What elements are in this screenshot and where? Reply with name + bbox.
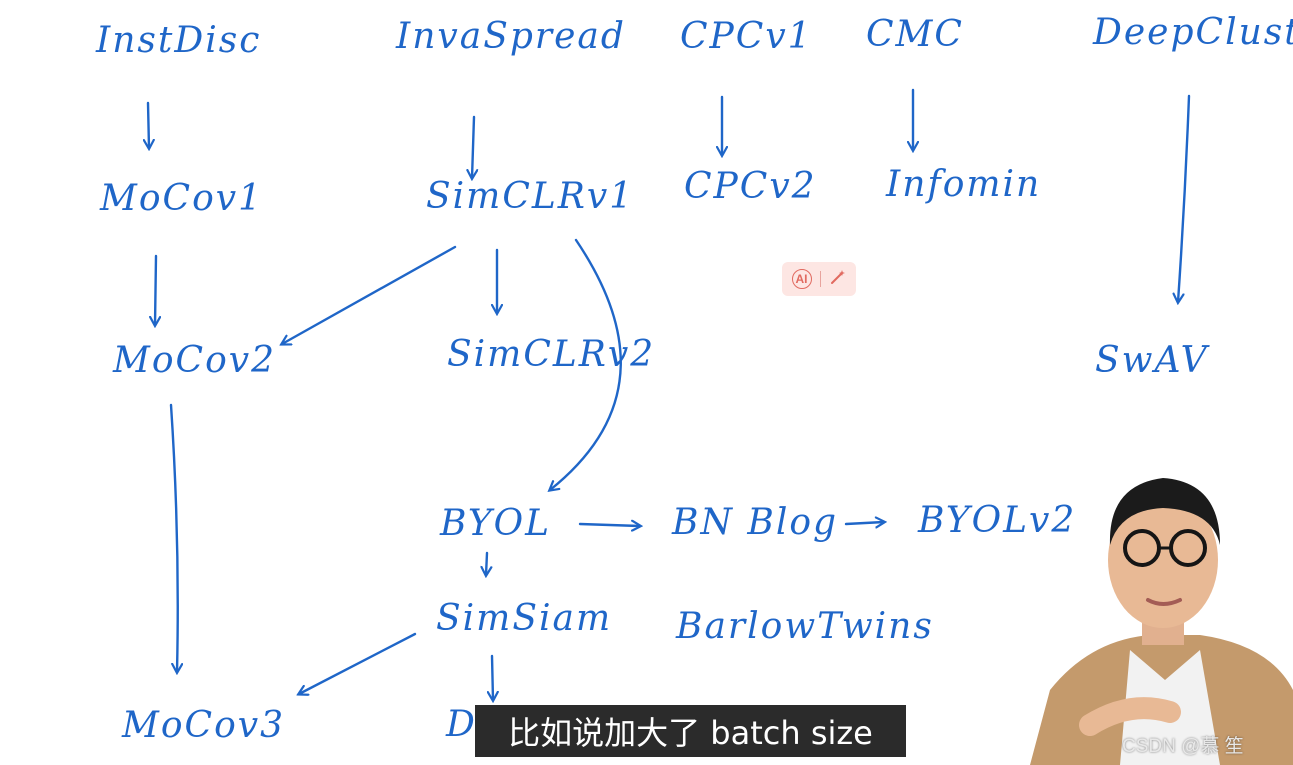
node-byolv2: BYOLv2 <box>918 500 1077 541</box>
node-instdisc: InstDisc <box>96 20 262 61</box>
node-simclrv2: SimCLRv2 <box>447 334 656 375</box>
arrow-simsiam-dino <box>492 654 493 700</box>
arrow-mocov2-mocov3 <box>169 403 178 672</box>
badge-divider <box>819 271 821 287</box>
arrow-invaspread-simclrv1 <box>472 115 474 178</box>
node-deepcluster: DeepCluster <box>1093 12 1293 53</box>
arrow-byol-bnblog <box>578 524 640 526</box>
node-mocov1: MoCov1 <box>100 178 263 219</box>
node-mocov2: MoCov2 <box>113 340 276 381</box>
arrow-simclrv1-mocov2 <box>282 245 457 344</box>
node-barlow-twins: BarlowTwins <box>676 606 934 647</box>
arrow-deepcluster-swav <box>1178 94 1191 302</box>
node-cpcv1: CPCv1 <box>680 16 813 57</box>
node-infomin: Infomin <box>886 164 1042 205</box>
node-cmc: CMC <box>866 14 964 55</box>
ai-icon: AI <box>791 269 812 289</box>
node-cpcv2: CPCv2 <box>684 166 817 207</box>
magic-wand-icon <box>829 268 847 290</box>
subtitle-caption: 比如说加大了 batch size <box>475 705 906 757</box>
node-mocov3: MoCov3 <box>122 705 285 746</box>
ai-assistant-badge[interactable]: AI <box>782 262 856 296</box>
node-swav: SwAV <box>1095 340 1209 381</box>
node-simclrv1: SimCLRv1 <box>426 176 635 217</box>
presenter-video <box>1030 478 1293 765</box>
arrow-instdisc-mocov1 <box>148 101 149 148</box>
node-bn-blog: BN Blog <box>672 502 839 543</box>
node-byol: BYOL <box>440 503 552 544</box>
arrow-bnblog-byolv2 <box>844 522 884 524</box>
arrow-byol-simsiam <box>486 551 487 575</box>
arrow-simsiam-mocov3 <box>299 632 417 694</box>
csdn-watermark: CSDN @慕 笙 <box>1122 736 1244 757</box>
node-invaspread: InvaSpread <box>396 16 626 57</box>
arrow-simclrv1-byol <box>550 238 622 490</box>
node-simsiam: SimSiam <box>436 598 613 639</box>
arrow-mocov1-mocov2 <box>155 254 156 325</box>
